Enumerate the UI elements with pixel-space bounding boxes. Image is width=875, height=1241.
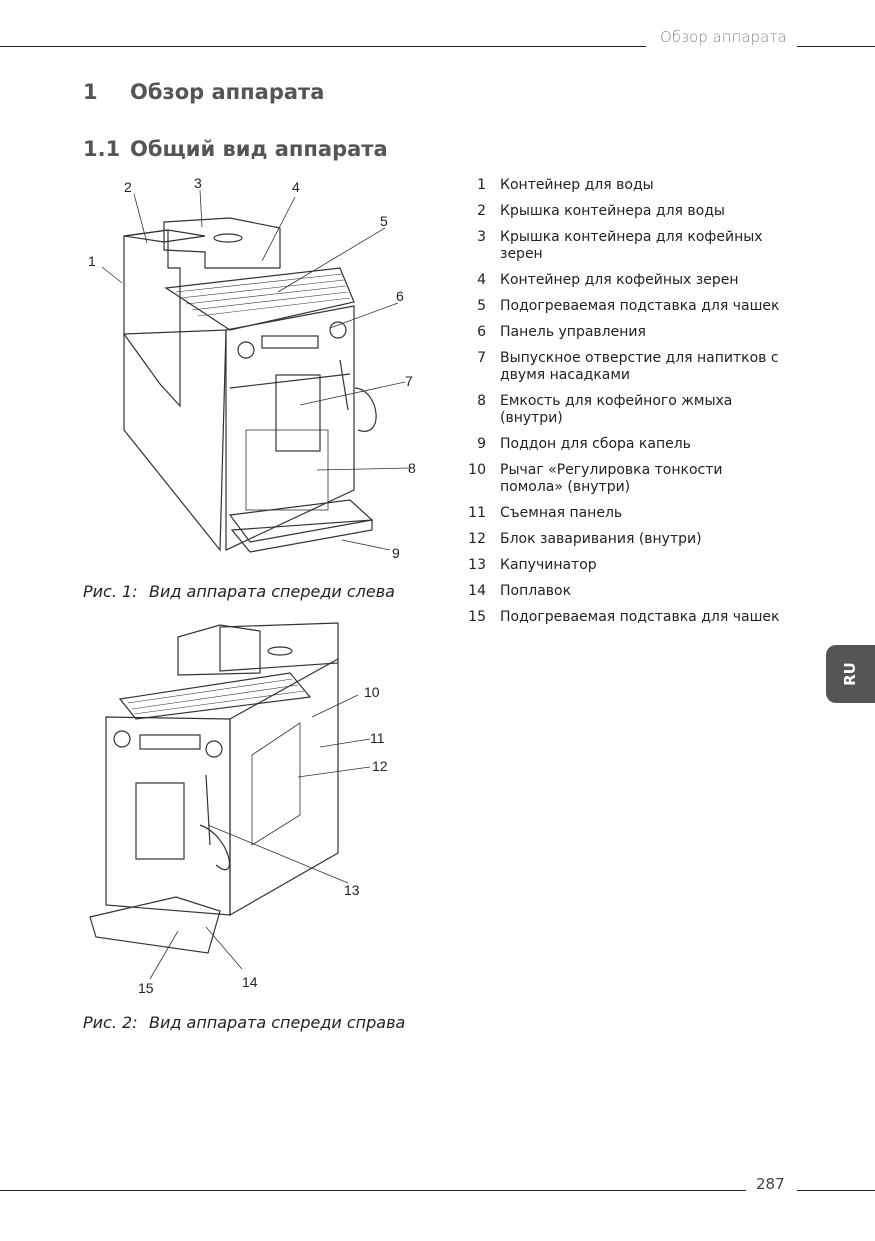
item-number: 10	[468, 462, 486, 478]
item-label: Капучинатор	[500, 557, 597, 573]
item-label: Контейнер для кофейных зерен	[500, 272, 739, 288]
list-item: 15 Подогреваемая подставка для чашек	[460, 609, 780, 626]
beverage-spout	[135, 782, 185, 860]
item-label: Панель управления	[500, 324, 646, 340]
item-label: Рычаг «Регулировка тонкости помола» (вну…	[500, 462, 723, 495]
list-item: 10 Рычаг «Регулировка тонкости помола» (в…	[460, 462, 780, 496]
grounds-container	[245, 429, 329, 511]
list-item: 8 Емкость для кофейного жмыха (внутри)	[460, 393, 780, 427]
water-container-lid	[123, 229, 206, 243]
callout-8: 8	[408, 460, 416, 476]
item-number: 12	[468, 531, 486, 547]
side-panel	[229, 657, 339, 917]
callout-10: 10	[364, 684, 380, 700]
item-number: 5	[477, 298, 486, 314]
header-rule	[797, 46, 875, 47]
footer-rule	[0, 1190, 746, 1191]
header-rule	[0, 46, 646, 47]
drip-tray	[89, 896, 221, 954]
figure-2-caption-text: Вид аппарата спереди справа	[149, 1013, 406, 1032]
list-item: 12 Блок заваривания (внутри)	[460, 531, 780, 548]
footer-rule	[797, 1190, 875, 1191]
list-item: 1 Контейнер для воды	[460, 177, 780, 194]
item-label: Поплавок	[500, 583, 572, 599]
language-tab: RU	[826, 645, 875, 703]
list-item: 4 Контейнер для кофейных зерен	[460, 272, 780, 289]
item-number: 4	[477, 272, 486, 288]
item-label: Подогреваемая подставка для чашек	[500, 298, 780, 314]
figure-1-illustration: 1 2 3 4 5 6 7 8 9	[88, 175, 416, 561]
page-number: 287	[756, 1175, 785, 1193]
beverage-spout	[275, 374, 321, 452]
callout-13: 13	[344, 882, 360, 898]
list-item: 3 Крышка контейнера для кофейных зерен	[460, 229, 780, 263]
list-item: 14 Поплавок	[460, 583, 780, 600]
brewing-unit	[251, 722, 301, 846]
subsection-title: Общий вид аппарата	[130, 137, 388, 161]
figure-2-caption: Рис. 2: Вид аппарата спереди справа	[83, 1013, 405, 1032]
item-number: 3	[477, 229, 486, 245]
front-panel	[225, 305, 355, 551]
item-label: Контейнер для воды	[500, 177, 654, 193]
callout-4: 4	[292, 179, 300, 195]
item-number: 14	[468, 583, 486, 599]
item-label: Емкость для кофейного жмыха (внутри)	[500, 393, 733, 426]
item-label: Подогреваемая подставка для чашек	[500, 609, 780, 625]
item-number: 15	[468, 609, 486, 625]
section-number: 1	[83, 80, 98, 104]
item-number: 8	[477, 393, 486, 409]
item-label: Крышка контейнера для кофейных зерен	[500, 229, 763, 262]
item-label: Крышка контейнера для воды	[500, 203, 725, 219]
callout-9: 9	[392, 545, 400, 561]
callout-1: 1	[88, 253, 96, 269]
list-item: 5 Подогреваемая подставка для чашек	[460, 298, 780, 315]
callout-7: 7	[405, 373, 413, 389]
list-item: 2 Крышка контейнера для воды	[460, 203, 780, 220]
list-item: 11 Съемная панель	[460, 505, 780, 522]
section-title: Обзор аппарата	[130, 80, 325, 104]
item-label: Выпускное отверстие для напитков с двумя…	[500, 350, 779, 383]
callout-11: 11	[370, 730, 385, 746]
item-number: 9	[477, 436, 486, 452]
figure-1-caption: Рис. 1: Вид аппарата спереди слева	[83, 582, 395, 601]
item-label: Блок заваривания (внутри)	[500, 531, 702, 547]
list-item: 7 Выпускное отверстие для напитков с двум…	[460, 350, 780, 384]
language-tab-label: RU	[840, 662, 859, 686]
cup-warmer	[164, 267, 355, 331]
callout-2: 2	[124, 179, 132, 195]
item-number: 6	[477, 324, 486, 340]
item-number: 7	[477, 350, 486, 366]
figure-1-caption-text: Вид аппарата спереди слева	[149, 582, 395, 601]
water-container	[123, 229, 181, 408]
cup-warmer	[118, 672, 312, 720]
item-number: 2	[477, 203, 486, 219]
callout-5: 5	[380, 213, 388, 229]
water-container	[177, 624, 261, 676]
item-label: Поддон для сбора капель	[500, 436, 691, 452]
list-item: 13 Капучинатор	[460, 557, 780, 574]
callout-3: 3	[194, 175, 202, 191]
figure-2-illustration: 10 11 12 13 14 15	[89, 622, 388, 996]
item-number: 13	[468, 557, 486, 573]
list-item: 6 Панель управления	[460, 324, 780, 341]
bean-container	[163, 217, 281, 269]
callout-15: 15	[138, 980, 154, 996]
callout-12: 12	[372, 758, 388, 774]
item-number: 11	[468, 505, 486, 521]
running-head: Обзор аппарата	[660, 28, 787, 46]
item-number: 1	[477, 177, 486, 193]
callout-6: 6	[396, 288, 404, 304]
figure-2-label: Рис. 2:	[83, 1013, 138, 1032]
list-item: 9 Поддон для сбора капель	[460, 436, 780, 453]
item-label: Съемная панель	[500, 505, 623, 521]
subsection-number: 1.1	[83, 137, 121, 161]
figure-1-label: Рис. 1:	[83, 582, 138, 601]
callout-14: 14	[242, 974, 258, 990]
